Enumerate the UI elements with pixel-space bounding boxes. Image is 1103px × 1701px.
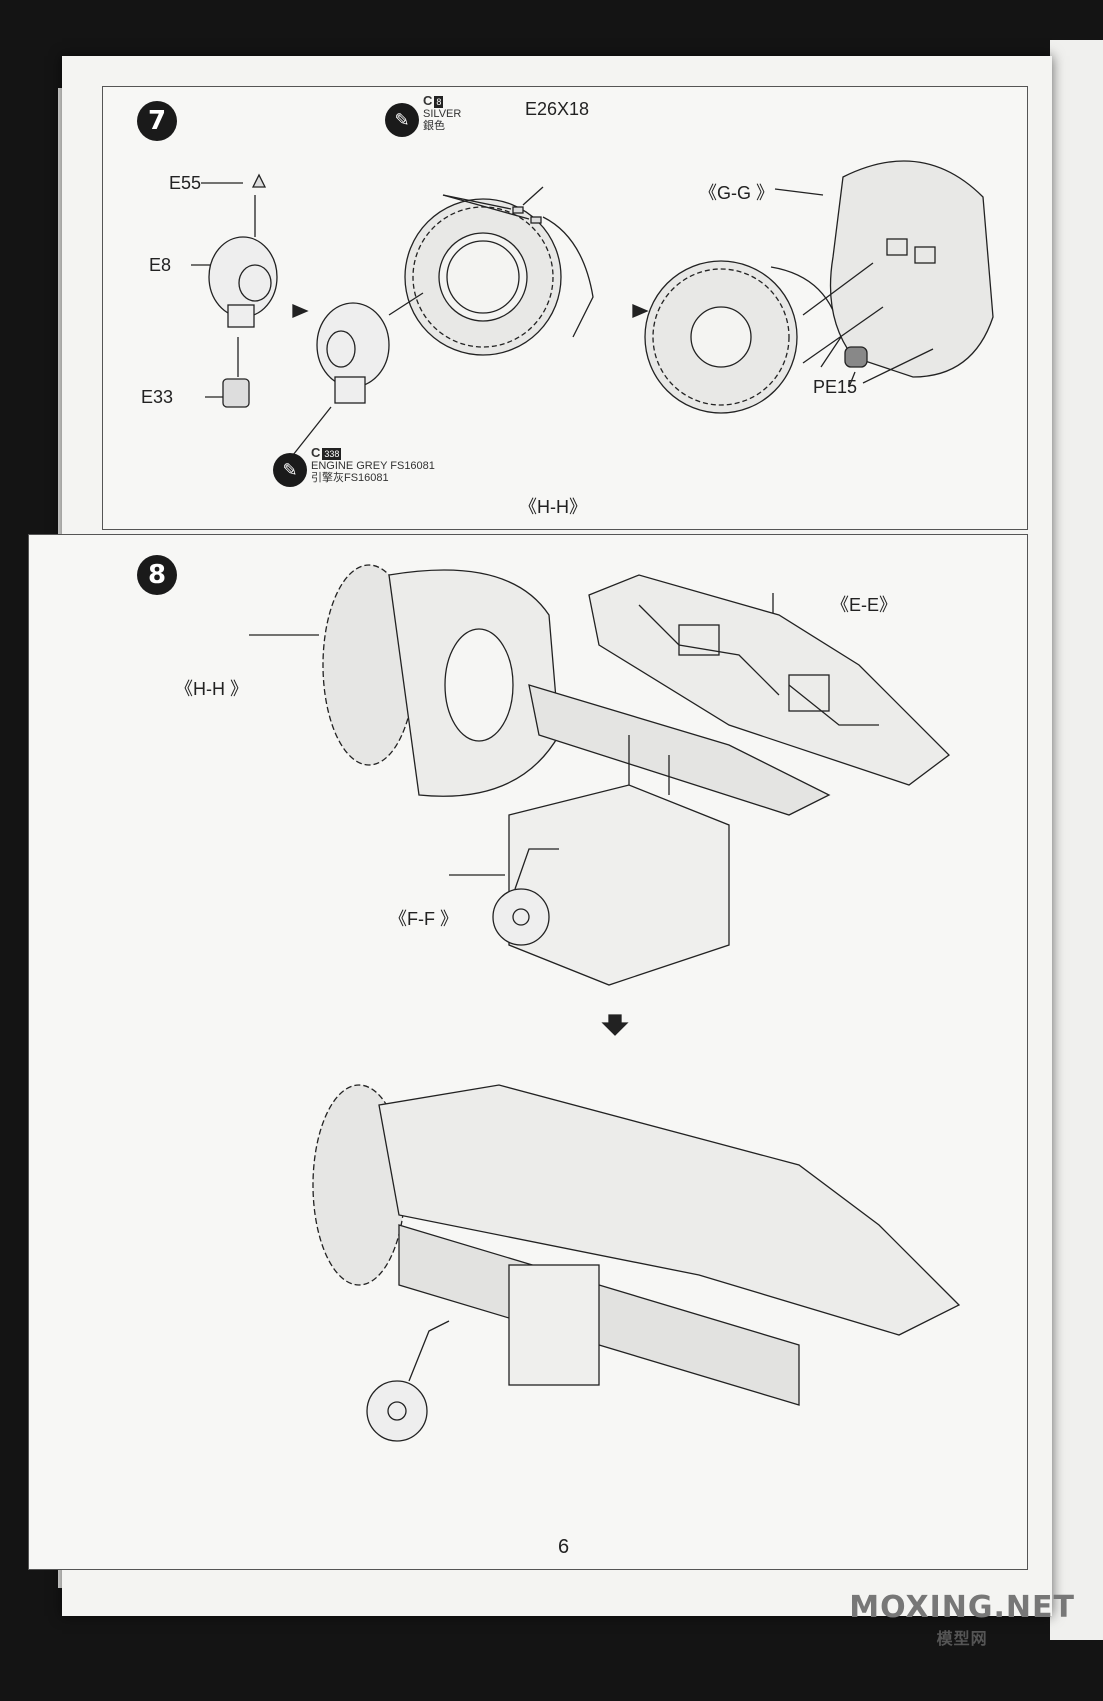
step-8-illustration <box>249 564 961 1442</box>
paint-brush-icon: ✎ <box>385 103 419 137</box>
step-7-panel: 7 <box>102 86 1028 530</box>
subassembly-label-ff: 《F-F 》 <box>389 909 458 929</box>
part-label-e26x18: E26X18 <box>525 99 590 119</box>
subassembly-label-hh: 《H-H 》 <box>175 679 248 699</box>
page-number: 6 <box>558 1536 570 1558</box>
subassembly-label-hh: 《H-H》 <box>519 497 587 517</box>
part-label-pe15: PE15 <box>813 377 858 397</box>
paint-brush-icon: ✎ <box>273 453 307 487</box>
part-label-e55: E55 <box>169 173 202 193</box>
watermark: MOXING.NET 模型网 <box>849 1590 1075 1648</box>
subassembly-label-gg: 《G-G 》 <box>699 183 774 203</box>
step-8-panel: 8 <box>28 534 1028 1570</box>
part-label-e8: E8 <box>149 255 172 275</box>
step-8-badge: 8 <box>137 555 177 595</box>
step-7-badge: 7 <box>137 101 177 141</box>
facing-page-edge <box>1050 40 1103 1640</box>
instruction-page: 7 <box>28 56 1052 1616</box>
part-label-e33: E33 <box>141 387 174 407</box>
subassembly-label-ee: 《E-E》 <box>831 595 898 615</box>
step-7-illustration <box>191 160 994 456</box>
